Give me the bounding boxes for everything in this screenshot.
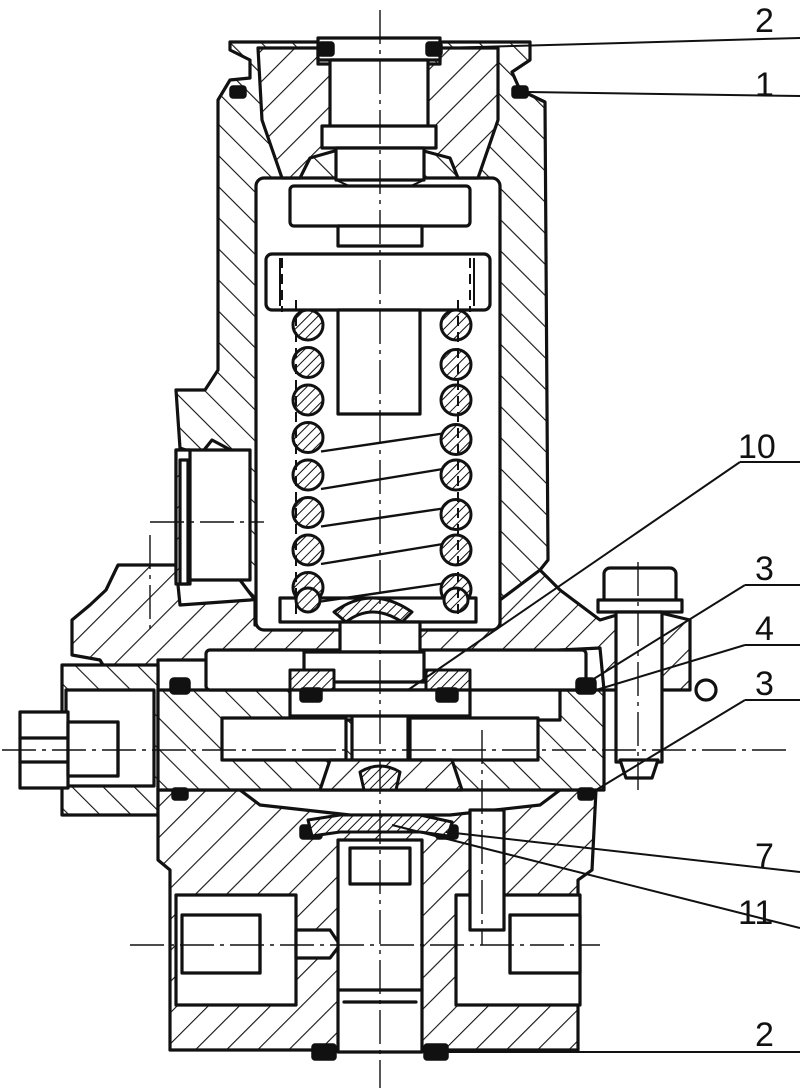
callout-label-2-top: 2 [755,2,774,40]
spring-coil-section [291,458,325,492]
spring-coil-section [291,533,325,567]
callout-label-7: 7 [755,837,774,875]
callout-label-3-lower: 3 [755,665,774,703]
spring-wire [320,542,444,566]
spring-coil-section [439,423,473,456]
spring-coil-section [291,421,325,454]
callout-label-2-bottom: 2 [755,1016,774,1054]
callout-labels: 2 1 10 3 4 3 7 11 2 [738,2,776,1054]
callout-label-11: 11 [738,894,773,932]
spring [291,308,473,614]
leader-lines [391,37,800,1053]
upper-housing [174,36,550,632]
spring-wire [320,582,444,603]
spring-coil-section [442,586,470,614]
spring-coil-section [439,498,473,531]
spring-coil-section [439,533,473,567]
spring-coil-section [291,346,325,379]
spring-wire [320,467,444,491]
lower-body [156,788,598,1054]
spring-coil-section [291,383,325,417]
callout-label-4: 4 [755,610,774,648]
spring-coil-section [294,586,322,614]
center-lines [2,10,790,1088]
callout-label-10: 10 [738,428,776,466]
spring-wire [320,432,444,453]
spring-coil-section [439,458,473,492]
spring-wire [320,507,444,528]
hex-bolt [596,566,718,780]
diaphragm-assembly [169,41,597,1061]
callout-label-3-upper: 3 [755,550,774,588]
callout-label-1: 1 [755,66,774,104]
spring-coil-section [439,348,473,381]
spring-coil-section [291,496,325,529]
spring-coil-section [439,308,473,342]
spring-coil-section [291,308,325,342]
spring-coil-section [439,383,473,417]
